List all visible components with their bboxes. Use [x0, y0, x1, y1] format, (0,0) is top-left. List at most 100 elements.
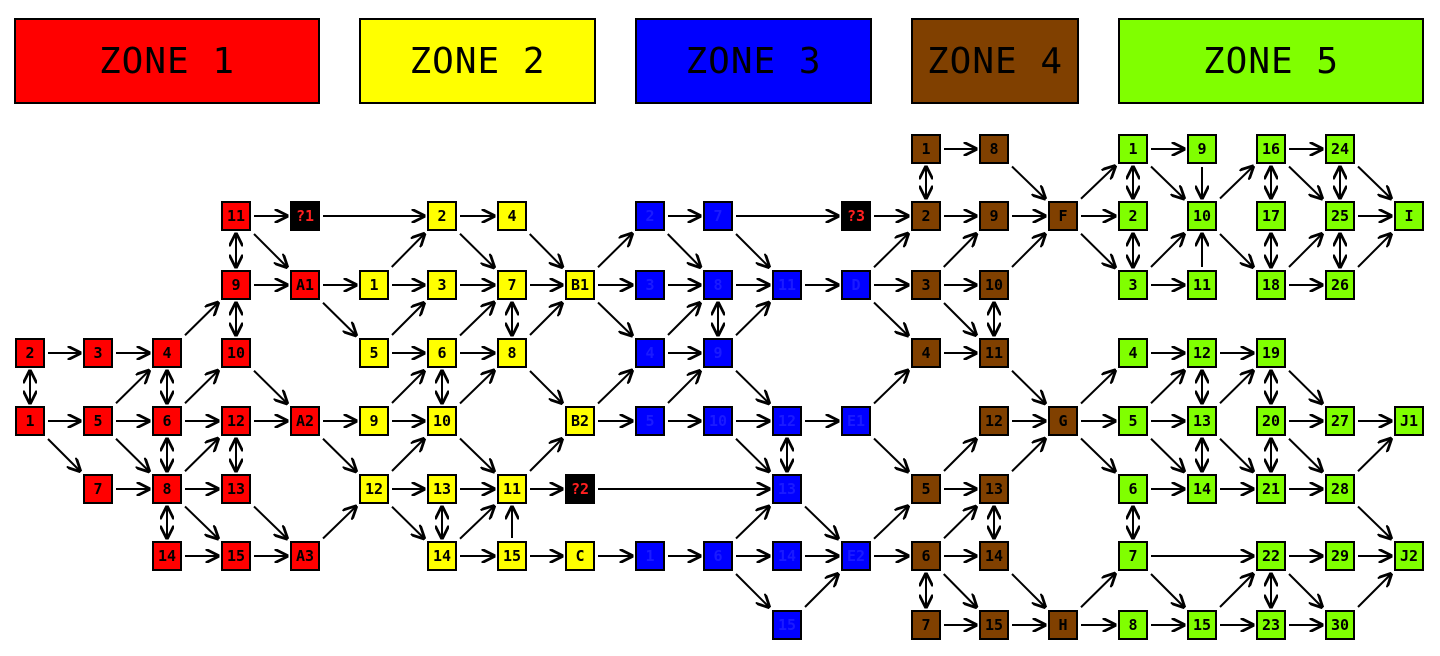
- level-node-box: [1118, 338, 1148, 368]
- arrow-z2-4-to-B1: [529, 233, 563, 267]
- level-node-box: [703, 201, 733, 231]
- level-node-label: E1: [847, 412, 865, 430]
- arrow-z3-9-to-z3-12: [735, 370, 769, 404]
- level-node-label: A3: [296, 547, 314, 565]
- level-node-box: [427, 201, 457, 231]
- zone-5-label: ZONE 5: [1202, 40, 1340, 82]
- level-node-box: [1118, 406, 1148, 436]
- level-node-label: ?2: [571, 480, 589, 498]
- level-node-z5-5: 5: [1118, 406, 1148, 436]
- level-node-label: 12: [227, 412, 245, 430]
- level-node-F: F: [1048, 201, 1078, 231]
- level-node-label: 11: [778, 276, 796, 294]
- level-node-z2-5: 5: [359, 338, 389, 368]
- level-node-z4-4: 4: [911, 338, 941, 368]
- level-node-box: [703, 541, 733, 571]
- level-node-box: [1187, 270, 1217, 300]
- level-node-box: [635, 406, 665, 436]
- level-node-box: [635, 338, 665, 368]
- level-node-z4-1: 1: [911, 134, 941, 164]
- level-node-box: [772, 270, 802, 300]
- level-node-z3-12: 12: [772, 406, 802, 436]
- level-node-z1-1: 1: [15, 406, 45, 436]
- level-node-label: 4: [507, 207, 516, 225]
- level-node-box: [703, 338, 733, 368]
- level-node-A1: A1: [290, 270, 320, 300]
- level-node-box: [15, 338, 45, 368]
- level-node-box: [841, 270, 871, 300]
- level-node-z4-2: 2: [911, 201, 941, 231]
- level-node-box: [1325, 406, 1355, 436]
- level-node-box: [911, 474, 941, 504]
- level-node-label: 1: [1128, 140, 1137, 158]
- level-node-box: [1187, 338, 1217, 368]
- arrow-z1-5-to-z1-4: [115, 371, 149, 404]
- level-node-box: [565, 541, 595, 571]
- arrow-z2-10-to-z2-8: [459, 370, 494, 405]
- level-node-z5-26: 26: [1325, 270, 1355, 300]
- arrow-z2-6-to-z2-7: [459, 302, 494, 337]
- level-node-z4-3: 3: [911, 270, 941, 300]
- level-node-label: 14: [778, 547, 796, 565]
- arrow-F-to-z5-1: [1080, 166, 1115, 200]
- level-node-label: ?1: [296, 207, 314, 225]
- arrow-z5-30-to-J2: [1357, 574, 1391, 608]
- level-node-box: [1118, 201, 1148, 231]
- arrow-z3-6-to-z3-13: [735, 506, 769, 540]
- level-node-label: 10: [709, 412, 727, 430]
- level-node-label: 1: [921, 140, 930, 158]
- level-node-label: A2: [296, 412, 314, 430]
- level-node-z2-11: 11: [497, 474, 527, 504]
- level-node-label: 9: [989, 207, 998, 225]
- level-node-z5-12: 12: [1187, 338, 1217, 368]
- level-node-z5-27: 27: [1325, 406, 1355, 436]
- arrow-z1-13-to-A3: [253, 505, 287, 538]
- arrow-z5-13-to-z5-21: [1219, 438, 1253, 472]
- level-node-z2-14: 14: [427, 541, 457, 571]
- level-node-z2-6: 6: [427, 338, 457, 368]
- level-node-box: [979, 610, 1009, 640]
- level-node-z4-14: 14: [979, 541, 1009, 571]
- arrow-z5-7-to-z5-15: [1150, 573, 1184, 607]
- zone-2-header: ZONE 2: [359, 18, 596, 104]
- arrow-z5-5-to-z5-14: [1150, 438, 1184, 472]
- level-node-label: 3: [645, 276, 654, 294]
- level-node-label: 5: [369, 344, 378, 362]
- level-node-z2-9: 9: [359, 406, 389, 436]
- level-node-z5-8: 8: [1118, 610, 1148, 640]
- level-node-label: 12: [1193, 344, 1211, 362]
- arrow-z5-28-to-J1: [1357, 439, 1391, 472]
- level-node-A3: A3: [290, 541, 320, 571]
- level-node-label: 30: [1331, 616, 1349, 634]
- level-node-label: 6: [162, 412, 171, 430]
- arrow-z5-10-to-z5-16: [1219, 166, 1253, 200]
- level-node-label: D: [851, 276, 860, 294]
- level-node-label: B2: [571, 412, 589, 430]
- level-node-z3-9: 9: [703, 338, 733, 368]
- level-node-box: [1187, 201, 1217, 231]
- level-node-z4-15: 15: [979, 610, 1009, 640]
- level-node-box: [1256, 541, 1286, 571]
- level-node-label: 15: [778, 616, 796, 634]
- level-node-z4-8: 8: [979, 134, 1009, 164]
- level-node-box: [1325, 610, 1355, 640]
- level-node-label: 9: [369, 412, 378, 430]
- level-node-label: 27: [1331, 412, 1349, 430]
- arrow-B1-to-z3-4: [597, 301, 632, 335]
- level-node-label: 7: [713, 207, 722, 225]
- level-node-box: [1048, 406, 1078, 436]
- level-node-z5-28: 28: [1325, 474, 1355, 504]
- level-node-z5-19: 19: [1256, 338, 1286, 368]
- level-node-label: 5: [645, 412, 654, 430]
- level-node-label: 23: [1262, 616, 1280, 634]
- level-node-label: G: [1058, 412, 1067, 430]
- level-node-label: 3: [437, 276, 446, 294]
- level-node-z5-2: 2: [1118, 201, 1148, 231]
- level-node-box: [497, 338, 527, 368]
- level-node-z1-8: 8: [152, 474, 182, 504]
- arrow-z2-1-to-z2-2: [391, 234, 425, 268]
- level-node-label: J1: [1400, 412, 1418, 430]
- level-node-C: C: [565, 541, 595, 571]
- level-node-box: [1256, 270, 1286, 300]
